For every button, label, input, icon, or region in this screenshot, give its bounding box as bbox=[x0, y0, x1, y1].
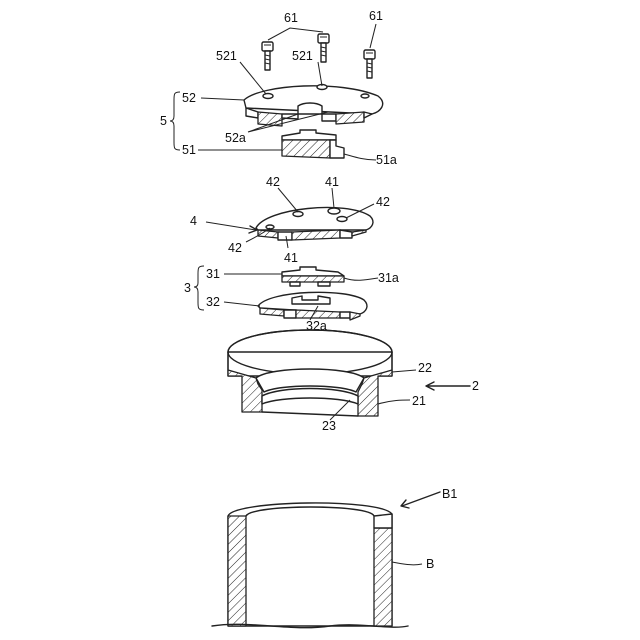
screw-right bbox=[364, 50, 375, 78]
screw-left bbox=[262, 42, 273, 70]
label-3: 3 bbox=[184, 281, 191, 295]
plate-52 bbox=[244, 85, 383, 127]
screw-middle bbox=[318, 34, 329, 62]
label-21: 21 bbox=[412, 394, 426, 408]
block-51 bbox=[282, 130, 344, 158]
label-521a: 521 bbox=[216, 49, 237, 63]
leader-61b bbox=[370, 24, 376, 48]
leader-61a bbox=[268, 28, 323, 40]
arrow-2 bbox=[426, 382, 470, 390]
housing-2 bbox=[228, 330, 392, 416]
label-61b: 61 bbox=[369, 9, 383, 23]
label-42-left: 42 bbox=[228, 241, 242, 255]
label-41-top: 41 bbox=[325, 175, 339, 189]
plate-31 bbox=[282, 267, 344, 286]
container-b bbox=[212, 503, 408, 628]
label-52: 52 bbox=[182, 91, 196, 105]
leader-23 bbox=[330, 400, 350, 420]
leader-41-top bbox=[332, 188, 334, 208]
label-32: 32 bbox=[206, 295, 220, 309]
leader-51a bbox=[344, 154, 376, 160]
label-51a: 51a bbox=[376, 153, 397, 167]
leader-521b bbox=[318, 62, 322, 86]
brace-5 bbox=[170, 92, 180, 150]
label-4: 4 bbox=[190, 214, 197, 228]
label-42-top: 42 bbox=[266, 175, 280, 189]
leader-31a bbox=[344, 278, 378, 280]
label-31: 31 bbox=[206, 267, 220, 281]
leader-521a bbox=[240, 62, 266, 94]
label-42-right: 42 bbox=[376, 195, 390, 209]
leader-21 bbox=[378, 400, 410, 404]
disk-4 bbox=[256, 207, 373, 240]
leader-B bbox=[392, 562, 422, 565]
label-B1: B1 bbox=[442, 487, 457, 501]
leader-22 bbox=[392, 370, 416, 372]
leader-32 bbox=[224, 302, 260, 306]
arrow-b1 bbox=[401, 492, 440, 508]
brace-3 bbox=[194, 266, 204, 310]
label-22: 22 bbox=[418, 361, 432, 375]
label-521b: 521 bbox=[292, 49, 313, 63]
label-2: 2 bbox=[472, 379, 479, 393]
label-31a: 31a bbox=[378, 271, 399, 285]
label-B: B bbox=[426, 557, 434, 571]
label-5: 5 bbox=[160, 114, 167, 128]
label-52a: 52a bbox=[225, 131, 246, 145]
label-41-bottom: 41 bbox=[284, 251, 298, 265]
label-61a: 61 bbox=[284, 11, 298, 25]
leader-52 bbox=[201, 98, 244, 100]
leader-42-top bbox=[278, 188, 298, 212]
label-51: 51 bbox=[182, 143, 196, 157]
leader-4 bbox=[206, 222, 256, 230]
label-23: 23 bbox=[322, 419, 336, 433]
